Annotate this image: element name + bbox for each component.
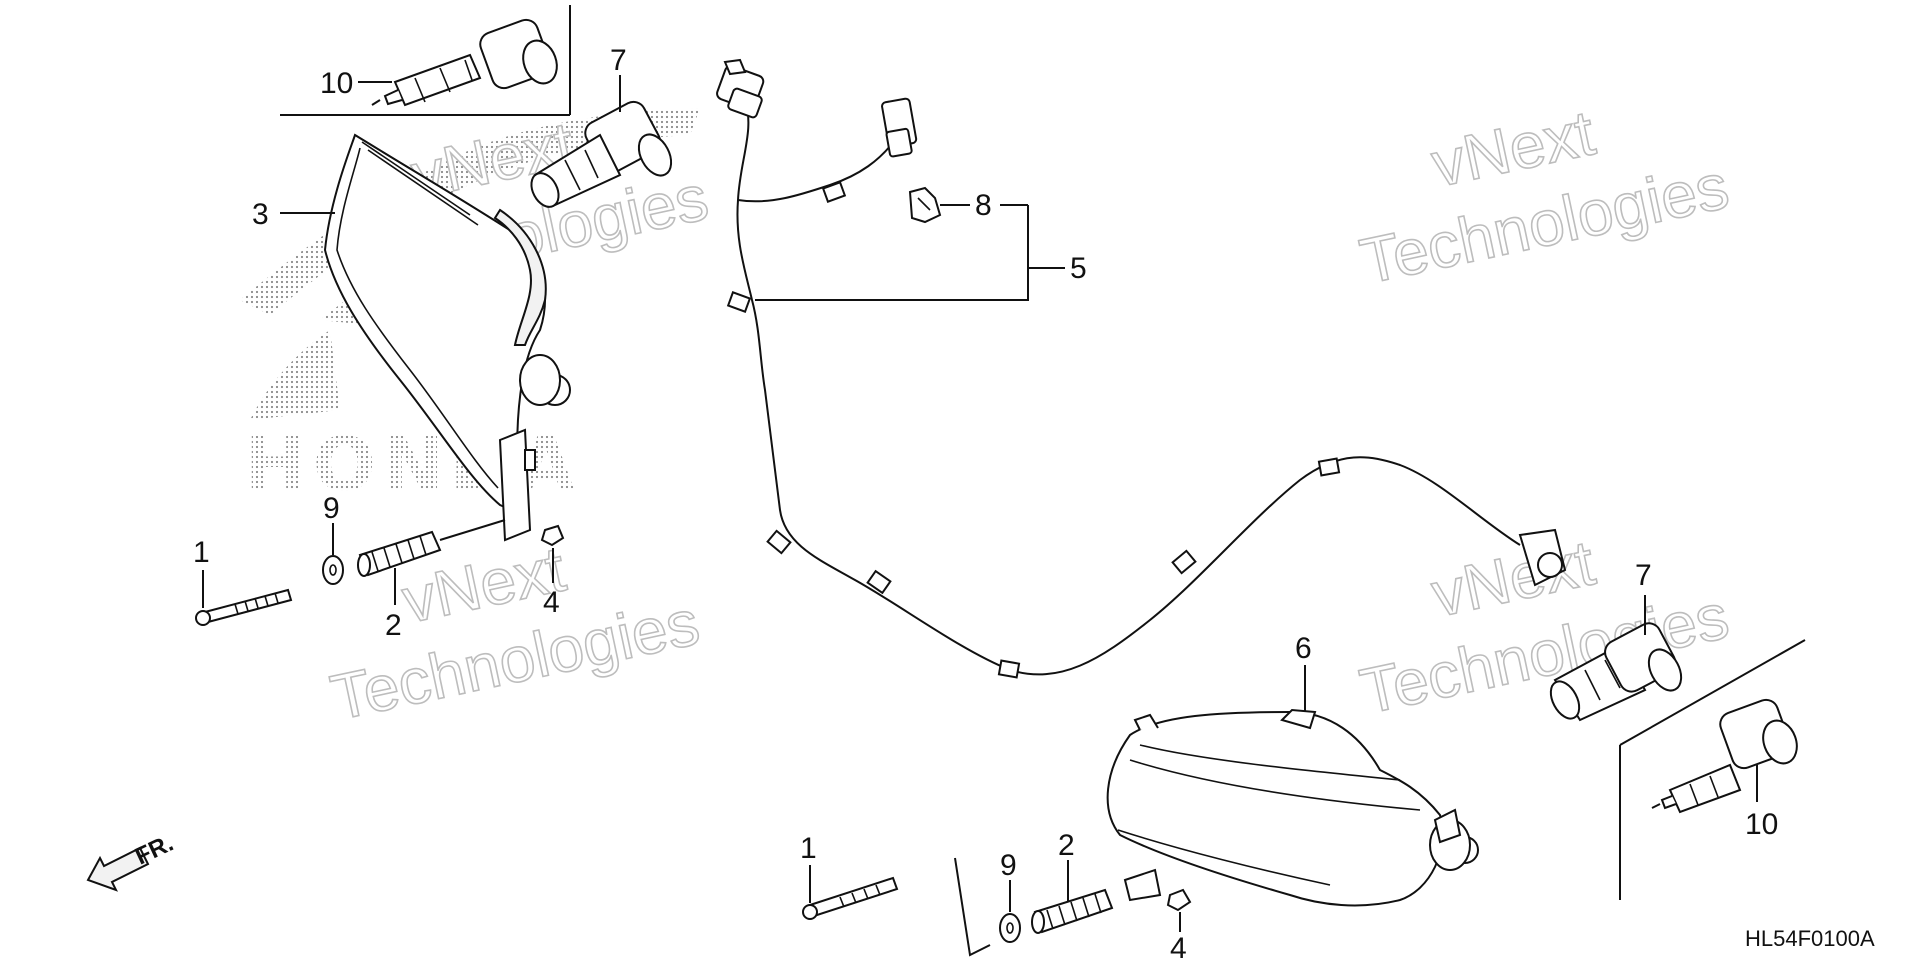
label-washer-left: 9	[323, 492, 340, 525]
bolt-right-icon	[802, 876, 899, 920]
label-nut-right: 4	[1170, 932, 1187, 960]
label-bulb-inset-right: 10	[1745, 808, 1778, 841]
harness-icon	[716, 58, 1567, 679]
nut-right-icon	[1166, 888, 1192, 912]
label-bolt-left: 1	[193, 536, 210, 569]
diagram-code: HL54F0100A	[1745, 926, 1875, 951]
washer-right-icon	[999, 913, 1021, 943]
watermark-top-right: vNext Technologies	[1353, 95, 1735, 298]
label-spring-left: 2	[385, 609, 402, 642]
label-spring-right: 2	[1058, 829, 1075, 862]
inset-frame-bottom-right	[1619, 639, 1806, 900]
label-headlight-right: 6	[1295, 632, 1312, 665]
spring-right-icon	[1031, 888, 1114, 934]
spring-left-icon	[357, 530, 442, 577]
bolt-left-icon	[195, 588, 293, 626]
label-washer-right: 9	[1000, 849, 1017, 882]
connector-icon	[908, 186, 942, 224]
bulb-left-icon	[530, 100, 673, 208]
inset-frame-top-left	[280, 5, 571, 116]
bulb-inset-right-icon	[1651, 698, 1798, 814]
front-direction-arrow-icon	[86, 846, 150, 892]
label-headlight-left: 3	[252, 198, 269, 231]
watermark-bottom-left: vNext Technologies	[324, 532, 706, 735]
label-bulb-left: 7	[610, 44, 627, 77]
label-harness: 5	[1070, 252, 1087, 285]
label-bulb-inset-left: 10	[320, 67, 353, 100]
bulb-inset-left-icon	[371, 18, 558, 107]
nut-left-icon	[540, 524, 565, 547]
label-bulb-right: 7	[1635, 559, 1652, 592]
washer-left-icon	[322, 555, 344, 585]
label-connector: 8	[975, 189, 992, 222]
label-nut-left: 4	[543, 586, 560, 619]
headlight-right-icon	[1106, 708, 1479, 907]
bulb-right-icon	[1549, 622, 1683, 722]
label-bolt-right: 1	[800, 832, 817, 865]
headlight-left-icon	[323, 133, 571, 542]
